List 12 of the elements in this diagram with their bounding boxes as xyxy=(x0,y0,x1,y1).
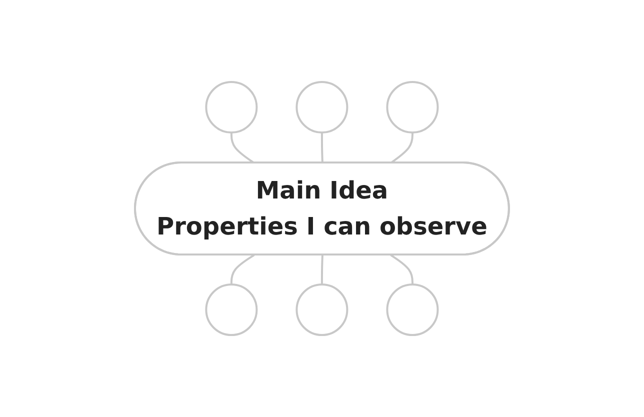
node-circle xyxy=(296,81,348,134)
node-circle xyxy=(205,81,258,134)
connector xyxy=(230,132,255,164)
connector xyxy=(390,254,414,284)
node-circle xyxy=(296,284,348,336)
node-circle xyxy=(205,284,258,336)
node-circle xyxy=(386,81,439,134)
connector xyxy=(321,254,324,284)
connector xyxy=(321,132,324,164)
connector xyxy=(390,132,414,164)
connector xyxy=(230,254,255,284)
node-circle xyxy=(386,284,439,336)
